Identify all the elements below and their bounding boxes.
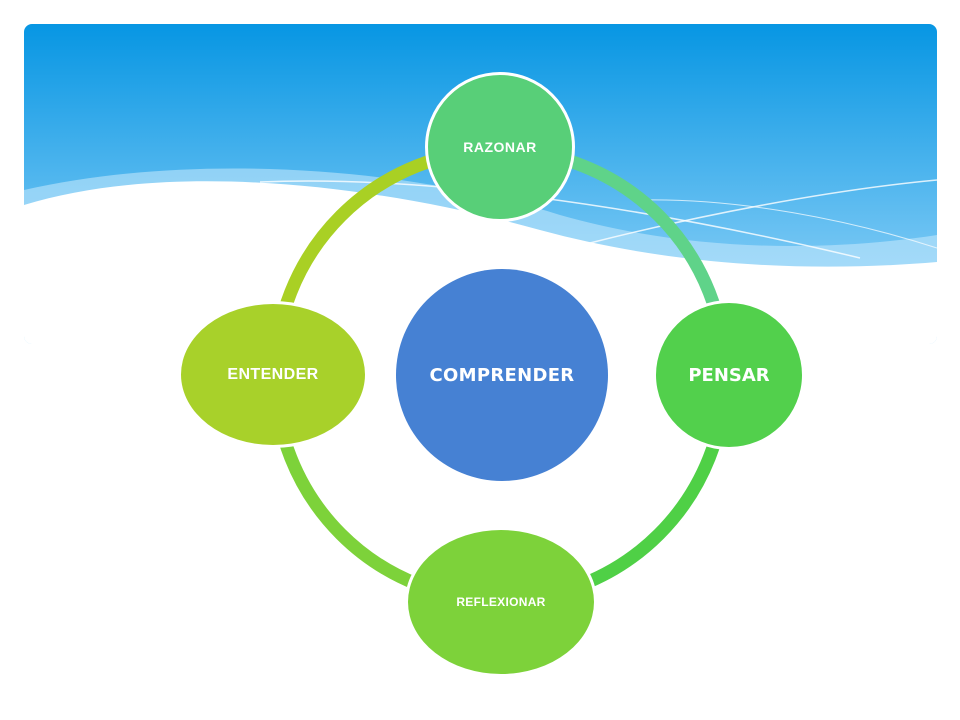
cycle-node-label: PENSAR [688,364,770,386]
center-node: COMPRENDER [396,269,608,481]
cycle-node-label: RAZONAR [463,139,537,155]
cycle-node-label: ENTENDER [227,365,319,383]
cycle-node-pensar: PENSAR [653,300,805,450]
center-node-label: COMPRENDER [429,364,575,386]
cycle-node-razonar: RAZONAR [425,72,575,222]
cycle-node-label: REFLEXIONAR [456,595,546,609]
cycle-node-reflexionar: REFLEXIONAR [405,527,597,677]
cycle-node-entender: ENTENDER [178,301,368,448]
